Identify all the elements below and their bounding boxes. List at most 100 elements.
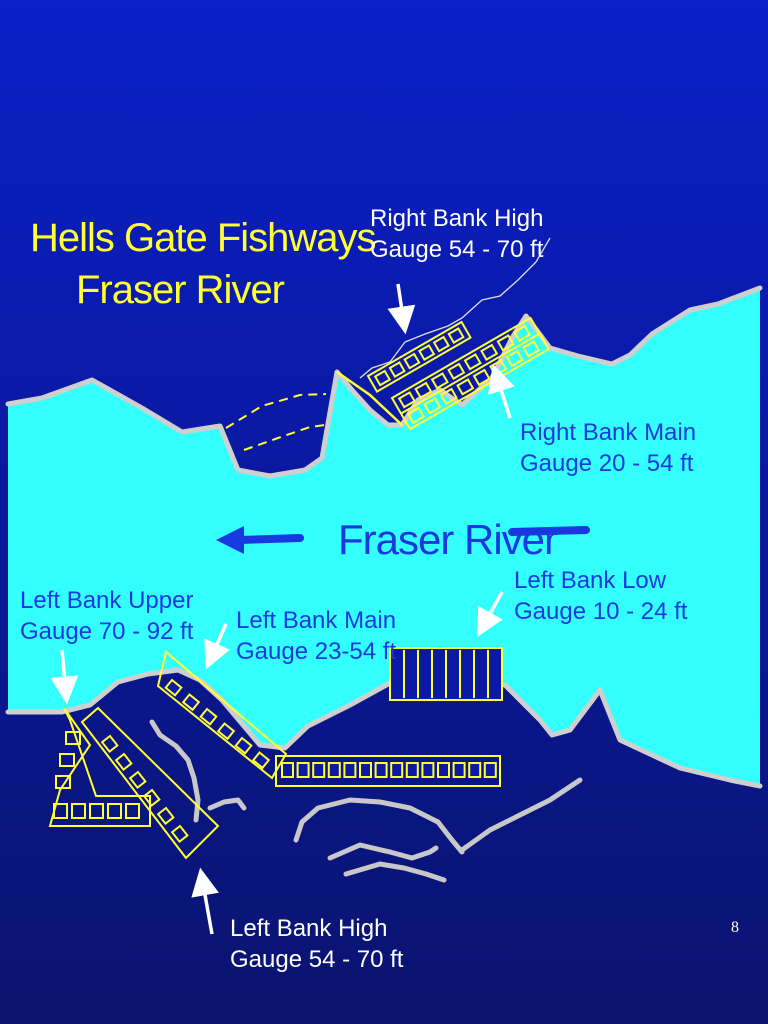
fishway-cell	[463, 353, 482, 371]
left-bank-high-fishway	[80, 706, 220, 860]
fishway-cell-group	[234, 736, 253, 755]
left-bank-upper-fishway	[48, 707, 151, 827]
fishway-cell-group	[142, 788, 161, 808]
left-bank-main-fishway	[156, 650, 501, 787]
fishway-cell	[468, 762, 482, 778]
label-right-bank-main: Right Bank Main Gauge 20 - 54 ft	[520, 418, 696, 479]
arrow-left-bank-low	[476, 591, 504, 638]
label-left-bank-low: Left Bank Low Gauge 10 - 24 ft	[514, 566, 687, 627]
title-line-1: Hells Gate Fishways	[30, 216, 377, 260]
pointer-arrows	[50, 283, 515, 935]
arrow-left-bank-main	[204, 623, 230, 670]
fishway-cell	[423, 397, 442, 415]
fishway-cell	[107, 803, 122, 819]
fishway-cell	[114, 752, 133, 772]
fishway-cell	[373, 369, 392, 387]
fishway-cell	[164, 678, 183, 697]
fishway-cell	[456, 378, 475, 396]
fishway-cell	[439, 387, 458, 406]
fishway-cell	[296, 762, 310, 778]
label-left-bank-high: Left Bank High Gauge 54 - 70 ft	[230, 914, 403, 975]
arrow-right-bank-high	[387, 283, 416, 335]
right-bank-main-name: Right Bank Main	[520, 419, 697, 446]
left-bank-low-gauge: Gauge 10 - 24 ft	[514, 597, 688, 625]
fishway-cell	[199, 707, 218, 726]
fishway-cell-group	[170, 824, 189, 844]
fishway-cell	[142, 788, 161, 808]
fishway-cell-group	[128, 770, 147, 790]
fishway-cell-group	[216, 722, 236, 741]
right-bank-high-gauge: Gauge 54 - 70 ft	[370, 235, 544, 263]
fishway-cell	[472, 368, 491, 387]
fishway-cell	[53, 803, 68, 819]
left-bank-low-fishway	[389, 647, 503, 701]
fishway-cell	[55, 775, 71, 789]
page-number: 8	[731, 919, 739, 936]
cliff-line	[359, 237, 551, 379]
fishway-cell	[421, 762, 435, 778]
fishway-cell-group	[199, 707, 218, 726]
fishway-cell	[216, 722, 236, 741]
left-bank-low-name: Left Bank Low	[514, 567, 667, 594]
fishway-cell	[312, 762, 326, 778]
diagram-title: Hells Gate Fishways Fraser River	[30, 212, 377, 316]
fishway-cell	[414, 381, 433, 399]
fishway-cell	[59, 753, 75, 767]
fishway-cell	[522, 340, 541, 358]
fishway-cell	[359, 762, 372, 778]
fishway-cell	[496, 334, 515, 352]
fishway-cell	[447, 362, 466, 380]
right-bank-main-fishway	[336, 316, 550, 431]
river-flow-arrow	[216, 526, 590, 554]
fishway-cell	[403, 352, 421, 370]
fishway-cell	[405, 762, 419, 778]
fishway-cell	[397, 391, 416, 409]
fishway-cell	[281, 762, 294, 778]
right-bank-high-name: Right Bank High	[370, 205, 544, 232]
fishway-cell-group	[251, 751, 271, 770]
river-water	[8, 288, 760, 786]
dashed-old-fishway	[225, 393, 327, 451]
river-name-label: Fraser River	[338, 516, 558, 563]
left-bank-main-name: Left Bank Main	[236, 607, 397, 634]
fishway-cell	[437, 762, 450, 778]
fishway-cell	[406, 406, 425, 425]
fishway-cell	[432, 335, 450, 353]
fishway-cell-group	[164, 678, 183, 697]
fishway-cell	[100, 734, 119, 754]
fishway-cell	[480, 343, 499, 361]
fishway-cell	[374, 762, 388, 778]
fishway-cell	[65, 731, 81, 745]
fishway-cell	[430, 372, 449, 390]
label-left-bank-upper: Left Bank Upper Gauge 70 - 92 ft	[20, 586, 193, 647]
fishway-cell	[390, 762, 404, 778]
fishway-cell	[128, 770, 147, 790]
fishway-cell	[505, 349, 524, 368]
left-bank-upper-gauge: Gauge 70 - 92 ft	[20, 617, 194, 645]
fishway-cell	[483, 762, 497, 778]
fishway-cell-group	[156, 806, 175, 826]
fishway-cell	[417, 344, 436, 361]
fishway-cell	[513, 324, 532, 342]
fishway-cell	[71, 803, 86, 819]
arrow-left-bank-upper	[50, 649, 79, 705]
label-right-bank-high: Right Bank High Gauge 54 - 70 ft	[370, 204, 543, 265]
arrow-right-bank-main	[487, 363, 515, 419]
left-bank-main-gauge: Gauge 23-54 ft	[236, 637, 397, 665]
fishway-cell	[170, 824, 189, 844]
fishway-cell	[125, 803, 140, 819]
fishway-cell-group	[114, 752, 133, 772]
fishway-cell	[251, 751, 271, 770]
fishway-cell	[327, 762, 341, 778]
fishway-cell	[89, 803, 104, 819]
fishway-cell-group	[181, 693, 201, 712]
left-bank-terrain	[149, 719, 583, 883]
fishway-cell	[181, 693, 201, 712]
label-left-bank-main: Left Bank Main Gauge 23-54 ft	[236, 606, 396, 667]
left-bank-upper-name: Left Bank Upper	[20, 587, 194, 614]
fishway-cell-group	[100, 734, 119, 754]
right-bank-high-fishway	[366, 320, 472, 393]
left-bank-high-gauge: Gauge 54 - 70 ft	[230, 945, 404, 973]
title-line-2: Fraser River	[75, 268, 285, 312]
